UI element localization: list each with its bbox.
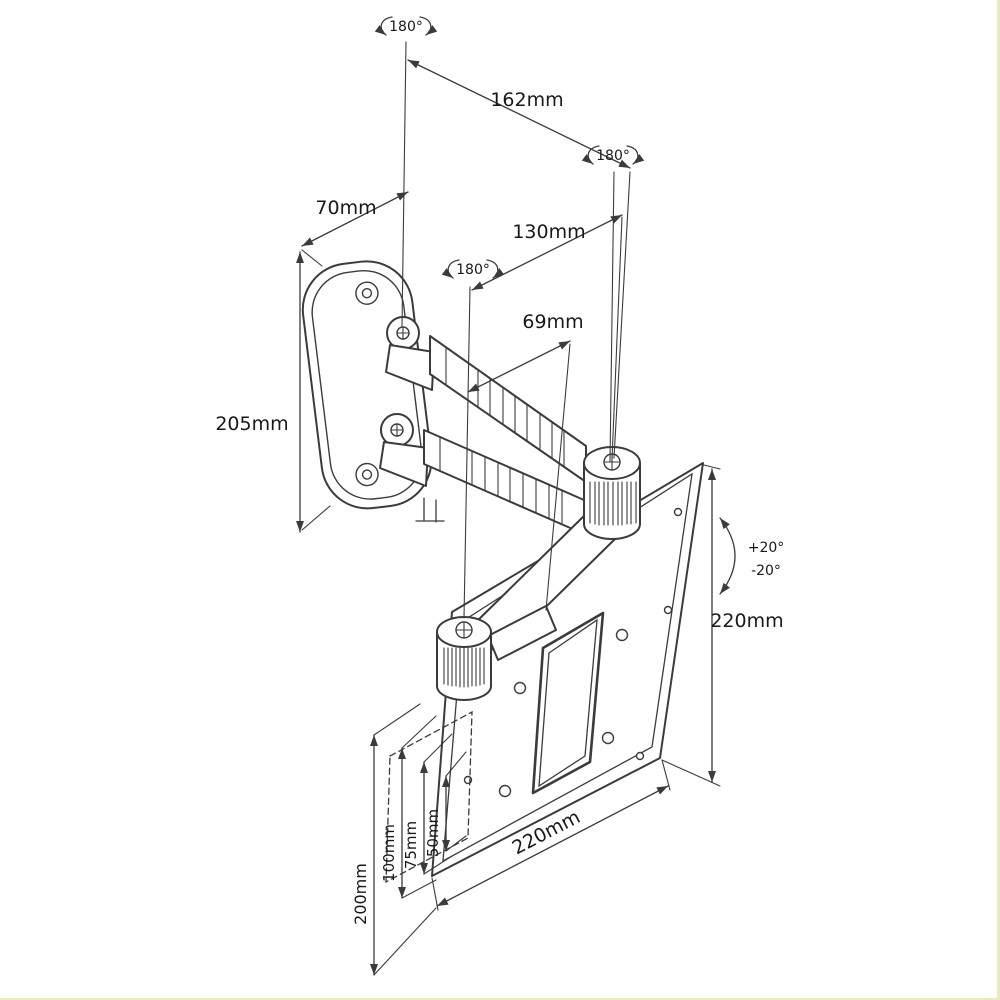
plate-hole [673,507,683,517]
dim-line-130 [471,214,623,291]
elbow-knurl [589,481,637,526]
vesa-hole [498,784,512,798]
dim-line-220-bottom [436,785,669,907]
cable-clip [415,497,445,523]
label-wall-plate-height: 205mm [215,413,288,435]
label-rotation-mid: 180° [596,148,630,164]
hidden-hole-pattern [385,710,473,884]
label-rotation-top: 180° [389,19,423,35]
vesa-hole [513,681,527,695]
label-arm-reach: 162mm [490,89,563,111]
vesa-hole [615,628,629,642]
plate-hole [635,751,645,761]
plate-hole [663,605,673,615]
dim-line-162 [407,59,631,169]
label-vesa-75: 75mm [402,821,420,869]
label-tilt-down: -20° [751,563,781,579]
label-plate-offset: 69mm [522,311,583,333]
elbow-joint [583,446,641,540]
label-vesa-200: 200mm [351,863,370,925]
label-vesa-50: 50mm [424,809,442,857]
vesa-plate [431,462,704,877]
lower-arm-knurl [471,450,563,525]
label-plate-height: 220mm [710,610,783,632]
dim-line-70 [301,191,409,247]
dim-line-69 [467,340,571,393]
tilt-arc [719,517,736,595]
label-wall-plate-width: 70mm [315,197,376,219]
vesa-hole [601,731,615,745]
label-rotation-inner: 180° [456,262,490,278]
label-arm-segment: 130mm [512,221,585,243]
plate-boss-link [487,605,557,661]
label-vesa-100: 100mm [380,824,398,882]
label-tilt-up: +20° [748,540,785,556]
wrist-knurl [443,647,485,688]
wrist-joint [436,616,492,701]
